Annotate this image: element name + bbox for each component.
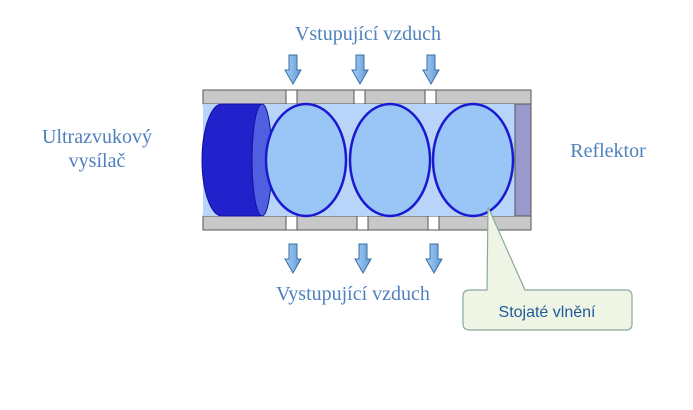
transmitter-label-line2: vysílač <box>69 150 126 172</box>
callout-label: Stojaté vlnění <box>499 304 597 321</box>
down-arrow-icon <box>354 243 372 275</box>
outlet-arrows <box>284 243 443 275</box>
ultrasonic-transmitter <box>201 103 273 217</box>
standing-wave-callout: Stojaté vlnění <box>462 206 633 331</box>
down-arrow-icon <box>422 54 440 86</box>
down-arrow-icon <box>284 54 302 86</box>
tube-top-wall <box>202 89 532 105</box>
down-arrow-icon <box>284 243 302 275</box>
outlet-air-label: Vystupující vzduch <box>276 283 430 305</box>
transmitter-label-line1: Ultrazvukový <box>42 126 152 148</box>
wave-lobe <box>348 102 432 218</box>
reflector-plate <box>514 103 532 217</box>
wave-lobe <box>431 102 515 218</box>
wave-lobe <box>264 102 348 218</box>
reflector-label: Reflektor <box>570 140 646 162</box>
standing-wave-lobes <box>264 102 515 218</box>
down-arrow-icon <box>351 54 369 86</box>
inlet-arrows <box>284 54 440 86</box>
inlet-air-label: Vstupující vzduch <box>295 23 441 45</box>
down-arrow-icon <box>425 243 443 275</box>
